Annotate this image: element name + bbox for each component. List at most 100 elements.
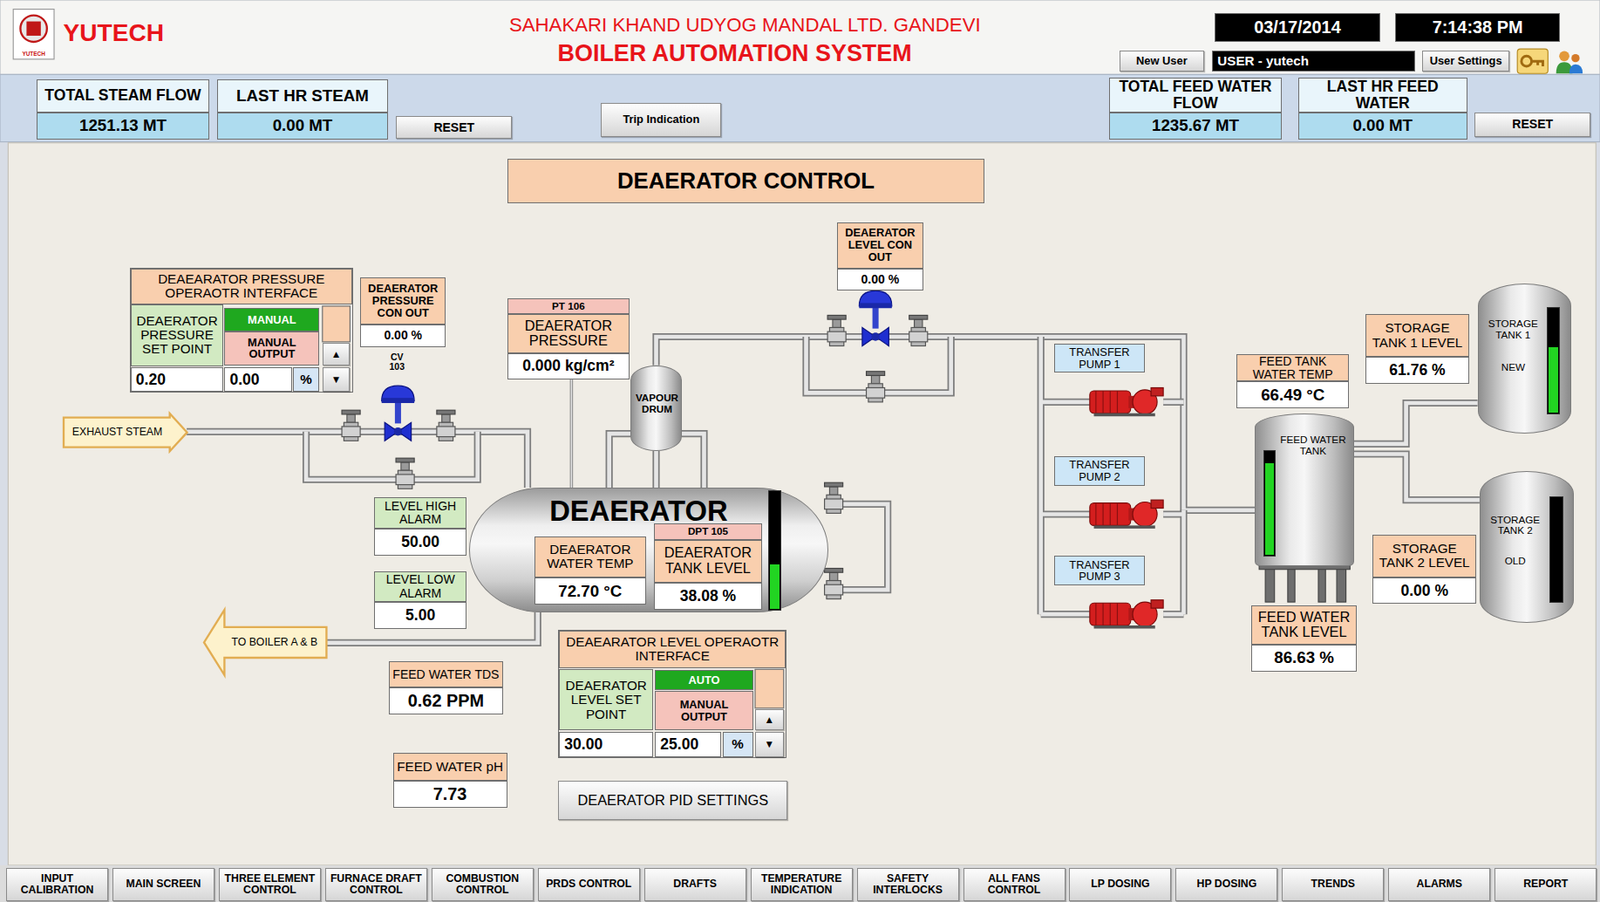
text-label: ALARMS xyxy=(1388,867,1491,900)
text-label: DEAERATOR CONTROL xyxy=(507,158,986,203)
text-label: TRENDS xyxy=(1281,867,1384,900)
text-label: THREE ELEMENT CONTROL xyxy=(218,867,321,900)
value-box: 03/17/2014 xyxy=(1214,13,1382,42)
hmi-button: TRENDS xyxy=(1281,867,1384,900)
hmi-button: MAIN SCREEN xyxy=(112,867,215,900)
hand-valve xyxy=(827,314,846,346)
control-valve xyxy=(381,385,415,441)
pipe-body xyxy=(1354,454,1480,501)
level-bar xyxy=(1263,449,1276,558)
text-label: FEED WATER TDS xyxy=(388,660,504,688)
value-box: DEAERATOR WATER TEMP72.70 °C xyxy=(534,536,647,605)
text-label: DEAEARATOR LEVEL OPERAOTR INTERFACE xyxy=(558,630,786,668)
text-label: TRANSFER PUMP 2 xyxy=(1054,456,1145,486)
hand-valve xyxy=(824,482,844,513)
value-box: MANUAL OUTPUT xyxy=(224,331,320,366)
text-label: INPUT CALIBRATION xyxy=(6,867,109,900)
text-label: TRANSFER PUMP 1 xyxy=(1054,343,1145,373)
hmi-button: HP DOSING xyxy=(1175,867,1278,900)
value-box: FEED WATER pH7.73 xyxy=(393,752,508,808)
text-label: Trip Indication xyxy=(600,102,722,137)
text-label: 72.70 °C xyxy=(534,577,647,606)
hmi-button: RESET xyxy=(395,115,512,139)
text-label: RESET xyxy=(1474,112,1591,137)
text-label: DPT 105 xyxy=(653,523,763,540)
text-label: 1235.67 MT xyxy=(1109,112,1282,141)
hand-valve xyxy=(341,409,361,441)
text-label: 0.00 % xyxy=(360,324,446,348)
operator-panel: DEAEARATOR LEVEL OPERAOTR INTERFACEDEAER… xyxy=(558,630,786,757)
value-box: DEAERATOR LEVEL SET POINT xyxy=(558,668,654,730)
text-label: EXHAUST STEAM xyxy=(66,416,169,447)
arrow-outline xyxy=(63,413,188,451)
text-label: TOTAL STEAM FLOW xyxy=(36,79,210,112)
arrow-outline xyxy=(204,609,327,675)
value-box: TRANSFER PUMP 2 xyxy=(1054,456,1145,486)
pipe-connector xyxy=(656,336,1256,511)
hand-valve xyxy=(866,371,886,402)
hmi-button: SAFETY INTERLOCKS xyxy=(857,867,960,900)
text-label: ▼ xyxy=(755,731,784,757)
text-label: LAST HR STEAM xyxy=(217,79,388,112)
text-label: TEMPERATURE INDICATION xyxy=(750,867,853,900)
hand-valve xyxy=(395,457,415,489)
value-box: TOTAL STEAM FLOW1251.13 MT xyxy=(36,79,210,140)
pipe-connector xyxy=(1354,402,1478,444)
text-label: FURNACE DRAFT CONTROL xyxy=(325,867,428,900)
pump-symbol xyxy=(1089,599,1164,629)
value-box: 7:14:38 PM xyxy=(1395,13,1561,42)
text-label: AUTO xyxy=(654,669,753,689)
text-label: DEAERATOR PRESSURE CON OUT xyxy=(360,277,446,325)
hmi-button: ALL FANS CONTROL xyxy=(963,867,1066,900)
level-bar xyxy=(768,490,782,611)
text-label: FEED WATER TANK xyxy=(1276,428,1350,463)
feed-tank: FEED WATER TANK xyxy=(1254,413,1355,566)
header-band xyxy=(0,0,1600,75)
text-label: 38.08 % xyxy=(653,582,763,611)
text-label: SAFETY INTERLOCKS xyxy=(857,867,960,900)
value-box: LEVEL HIGH ALARM50.00 xyxy=(374,497,466,557)
hmi-button: ▲ xyxy=(755,708,784,731)
text-label: 5.00 xyxy=(374,601,466,628)
value-box: STORAGE TANK 1 LEVEL61.76 % xyxy=(1365,313,1470,384)
value-box: TRANSFER PUMP 1 xyxy=(1054,343,1145,373)
hmi-button: DEAERATOR PID SETTINGS xyxy=(558,780,788,821)
hmi-button: ▼ xyxy=(755,731,784,757)
text-label: 0.00 xyxy=(224,367,292,392)
text-label: MANUAL xyxy=(224,307,320,332)
control-valve xyxy=(858,290,892,346)
text-label: 0.000 kg/cm² xyxy=(507,353,630,380)
value-box: PT 106DEAERATOR PRESSURE0.000 kg/cm² xyxy=(507,298,630,381)
hmi-button: FURNACE DRAFT CONTROL xyxy=(325,867,428,900)
text-label: DEAERATOR LEVEL SET POINT xyxy=(558,668,654,730)
hmi-button: INPUT CALIBRATION xyxy=(6,867,109,900)
text-label: 30.00 xyxy=(558,731,654,757)
text-label: DEAEARATOR PRESSURE OPERAOTR INTERFACE xyxy=(130,268,353,305)
tank-legs xyxy=(1259,564,1350,602)
pipe-outline xyxy=(306,336,1184,614)
pipe-outline xyxy=(1354,402,1478,444)
text-label: LAST HR FEED WATER xyxy=(1298,77,1468,113)
value-box: DEAERATOR PRESSURE SET POINT xyxy=(130,304,224,367)
hand-valve xyxy=(909,314,928,346)
screen-label: YUTECH xyxy=(63,16,186,52)
text-label: STORAGE TANK 1 xyxy=(1480,314,1546,344)
text-label: LEVEL LOW ALARM xyxy=(374,571,466,602)
value-box: USER - yutech xyxy=(1211,50,1416,71)
value-box: TRANSFER PUMP 3 xyxy=(1054,555,1145,586)
value-box: 0.00 xyxy=(224,367,292,392)
text-label: 0.00 MT xyxy=(1298,112,1468,141)
value-box: DEAERATOR PRESSURE CON OUT0.00 % xyxy=(360,277,446,348)
text-label: REPORT xyxy=(1494,867,1597,900)
value-box: 30.00 xyxy=(558,731,654,757)
text-label: MANUAL OUTPUT xyxy=(224,331,320,366)
text-label: OLD xyxy=(1482,551,1548,571)
text-label: ▲ xyxy=(322,342,351,366)
text-label: ALL FANS CONTROL xyxy=(963,867,1066,900)
text-label: MAIN SCREEN xyxy=(112,867,215,900)
blank-cell xyxy=(322,306,351,342)
value-box: FEED TANK WATER TEMP66.49 °C xyxy=(1236,354,1349,409)
text-label: DRAFTS xyxy=(644,867,747,900)
value-box: FEED WATER TDS0.62 PPM xyxy=(388,660,504,715)
